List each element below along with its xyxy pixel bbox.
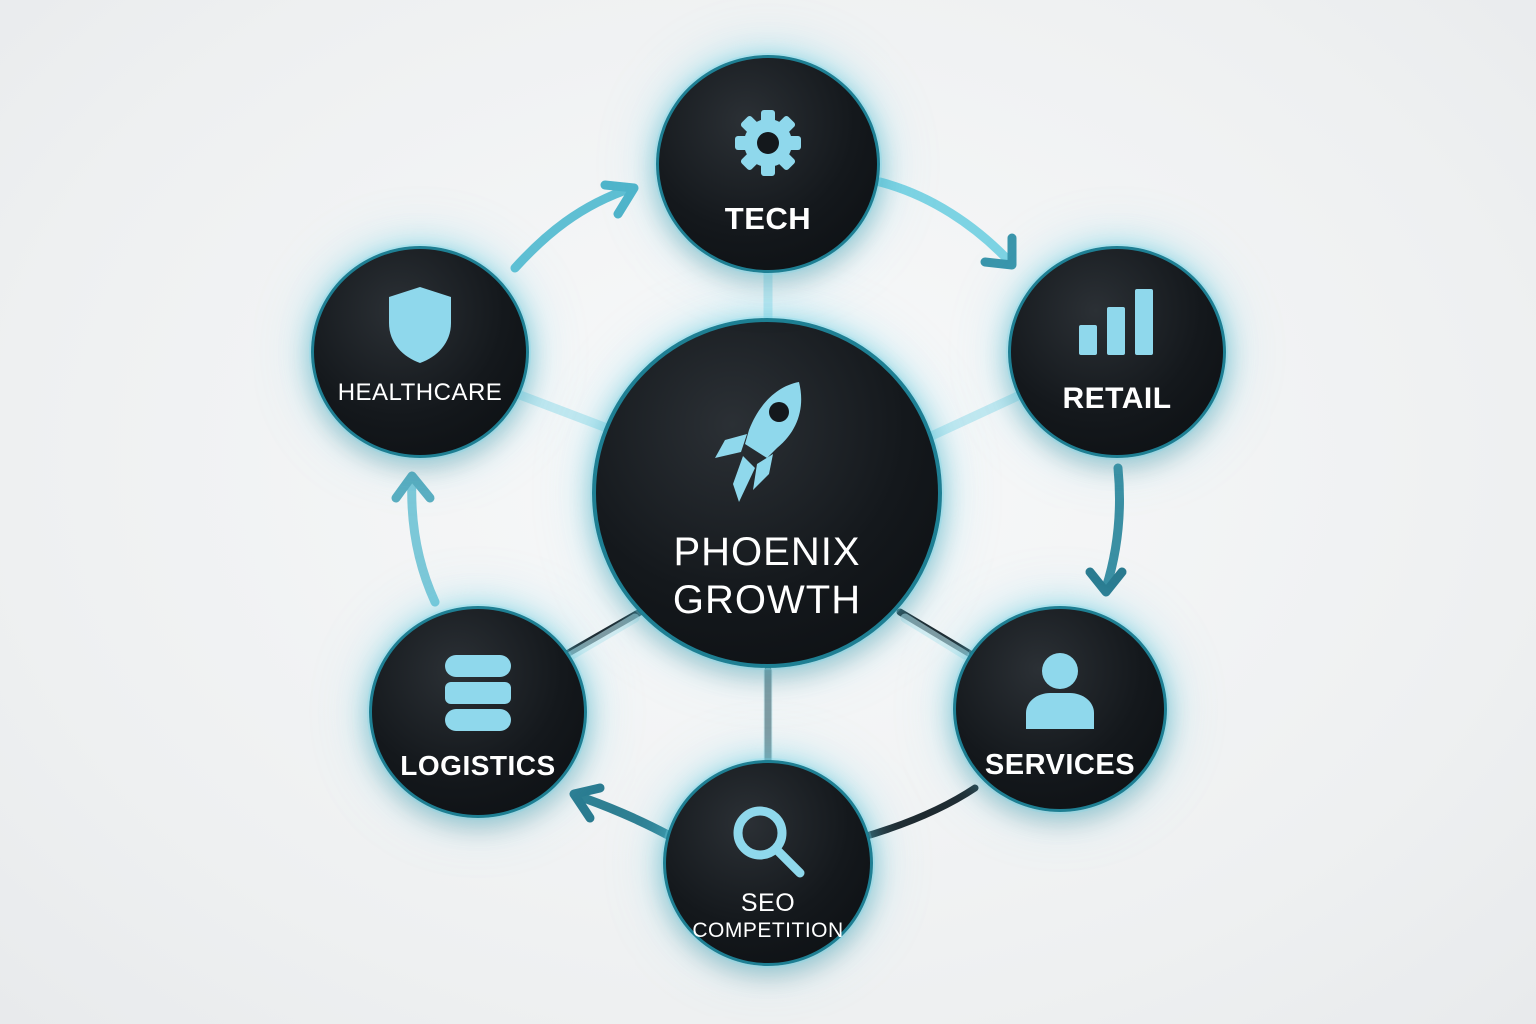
rocket-icon	[715, 382, 802, 502]
arrow-healthcare-to-tech	[510, 183, 637, 273]
arrow-tech-to-retail	[875, 177, 1015, 267]
node-seo-label-line1: SEO	[740, 889, 796, 917]
node-retail[interactable]: RETAIL	[1008, 246, 1226, 458]
spoke-seo-services	[856, 784, 979, 842]
bar-chart-icon	[1079, 289, 1153, 355]
node-services-label: SERVICES	[984, 749, 1136, 781]
arrowhead-healthcare	[391, 471, 435, 503]
magnifier-icon	[733, 806, 805, 878]
node-seo-label-line2: COMPETITION	[692, 919, 844, 942]
shield-icon	[389, 287, 451, 363]
arrowhead-services	[1085, 567, 1127, 597]
node-logistics[interactable]: LOGISTICS	[369, 606, 587, 818]
spoke-healthcare	[515, 390, 617, 435]
node-seo[interactable]: SEO COMPETITION	[663, 760, 873, 966]
node-logistics-label: LOGISTICS	[400, 750, 556, 781]
database-icon	[445, 655, 511, 731]
node-services[interactable]: SERVICES	[953, 606, 1167, 812]
node-healthcare-label: HEALTHCARE	[337, 379, 503, 406]
arrow-seo-to-logistics	[570, 790, 673, 840]
node-healthcare[interactable]: HEALTHCARE	[311, 246, 529, 458]
gear-icon	[735, 110, 801, 176]
arrowhead-logistics	[569, 783, 605, 823]
node-retail-label: RETAIL	[1062, 382, 1172, 415]
arrowhead-tech	[600, 180, 639, 219]
user-icon	[1026, 653, 1094, 729]
center-hub[interactable]: PHOENIX GROWTH	[592, 318, 942, 668]
center-label-line1: PHOENIX	[673, 530, 861, 574]
node-tech[interactable]: TECH	[656, 55, 880, 273]
node-tech-label: TECH	[724, 201, 812, 236]
arrow-retail-to-services	[1101, 463, 1124, 593]
center-label-line2: GROWTH	[672, 578, 862, 622]
arrowhead-retail	[980, 233, 1017, 270]
arrow-logistics-to-healthcare	[407, 473, 440, 607]
